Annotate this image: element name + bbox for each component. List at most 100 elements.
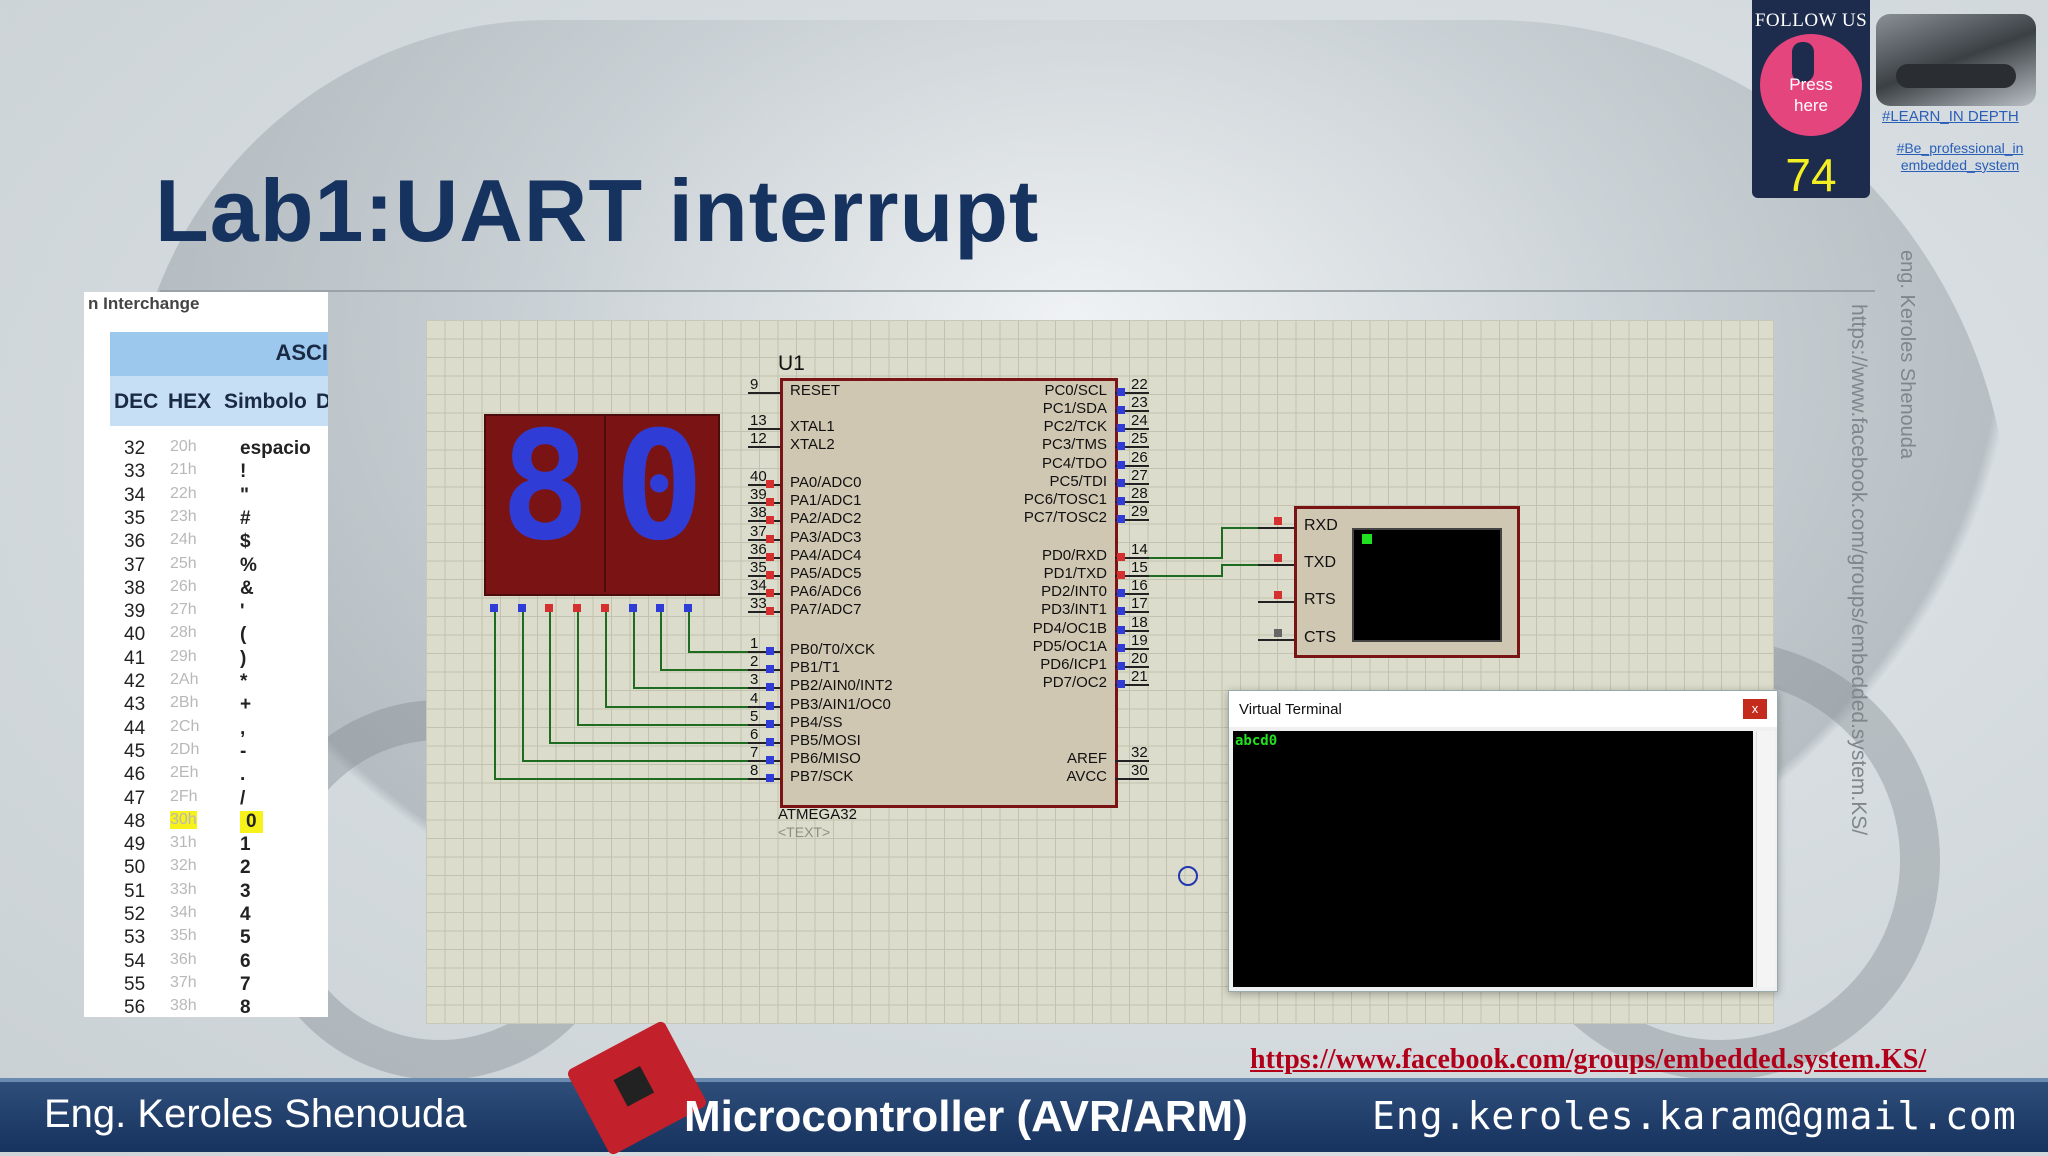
hashtag-be-professional[interactable]: #Be_professional_in embedded_system [1896,140,2024,173]
chip-pin-label: PD7/OC2 [1042,674,1107,691]
schematic-wire [633,612,635,687]
terminal-pin-label: RXD [1304,517,1338,534]
virtual-terminal-output[interactable]: abcd0 [1233,731,1753,987]
facebook-group-link[interactable]: https://www.facebook.com/groups/embedded… [1250,1044,1927,1075]
ascii-hex-cell: 33h [170,880,197,898]
chip-pin-label: PC2/TCK [1043,418,1107,435]
seven-segment-display[interactable] [484,414,720,596]
vertical-scrollbar[interactable] [1756,731,1775,987]
segment-pin-indicator [684,604,692,612]
ascii-hex-cell: 36h [170,950,197,968]
chip-pin-line [748,706,780,708]
chip-pin-state-indicator [1117,607,1125,615]
chip-pin-state-indicator [1117,662,1125,670]
footer-author-name: Eng. Keroles Shenouda [44,1092,467,1136]
side-author-text: eng. Keroles Shenouda [1896,250,1918,460]
schematic-wire [522,760,748,762]
chip-pin-number: 9 [750,376,759,393]
chip-pin-label: PC4/TDO [1041,455,1107,472]
chip-pin-state-indicator [766,683,774,691]
chip-pin-label: PD2/INT0 [1041,583,1107,600]
chip-pin-state-indicator [1117,479,1125,487]
chip-pin-label: PB3/AIN1/OC0 [790,696,891,713]
ascii-hex-cell: 20h [170,438,197,455]
chip-pin-line [748,502,780,504]
terminal-pin-label: RTS [1304,591,1336,608]
chip-pin-line [1115,611,1149,613]
ascii-symbol-cell: 3 [240,880,251,902]
chip-pin-line [748,593,780,595]
ascii-hex-cell: 21h [170,461,197,479]
chip-pin-label: PA4/ADC4 [790,547,862,564]
chip-pin-line [748,724,780,726]
ascii-dec-cell: 38 [124,577,146,599]
ascii-hex-cell: 24h [170,531,197,549]
ascii-hex-cell: 2Eh [170,764,199,782]
terminal-pin-label: CTS [1304,629,1336,646]
footer-email: Eng.keroles.karam@gmail.com [1372,1094,2017,1138]
ascii-dec-cell: 42 [124,671,146,692]
chip-pin-number: 21 [1131,668,1148,685]
chip-pin-number: 18 [1131,614,1148,631]
ascii-symbol-cell: 4 [240,904,251,925]
ascii-symbol-cell: ! [240,461,247,483]
chip-pin-number: 5 [750,708,759,725]
chip-pin-state-indicator [766,535,774,543]
chip-pin-line [1115,778,1149,780]
virtual-terminal-window[interactable]: Virtual Terminal x abcd0 [1228,690,1778,992]
chip-pin-line [748,778,780,780]
chip-pin-state-indicator [1117,571,1125,579]
chip-pin-number: 28 [1131,485,1148,502]
terminal-pin-line [1258,639,1294,641]
chip-pin-number: 29 [1131,503,1148,520]
hashtag-learn-in-depth[interactable]: #LEARN_IN DEPTH [1882,108,2019,125]
ascii-dec-cell: 37 [124,554,146,576]
ascii-dec-cell: 41 [124,647,146,669]
chip-pin-label: PB1/T1 [790,659,841,676]
chip-pin-line [748,557,780,559]
schematic-wire [1221,527,1258,529]
virtual-terminal-title: Virtual Terminal [1239,701,1342,718]
ascii-dec-cell: 43 [124,694,146,716]
segment-pin-indicator [601,604,609,612]
chip-pin-state-indicator [1117,497,1125,505]
chip-pin-number: 30 [1131,762,1148,779]
virtual-terminal-titlebar[interactable]: Virtual Terminal x [1229,691,1777,727]
chip-pin-line [748,520,780,522]
chip-pin-label: PA7/ADC7 [790,601,862,618]
chip-pin-state-indicator [766,774,774,782]
ascii-dec-cell: 36 [124,531,146,553]
chip-pin-number: 19 [1131,632,1148,649]
terminal-pin-indicator [1274,629,1282,637]
slide-title: Lab1:UART interrupt [155,161,1040,260]
ascii-symbol-cell: + [240,694,252,716]
chip-part-name: ATMEGA32 [778,806,857,823]
chip-pin-label: PB7/SCK [790,768,854,785]
chip-pin-state-indicator [766,720,774,728]
ascii-symbol-cell: * [240,671,248,692]
chip-pin-number: 32 [1131,744,1148,761]
close-icon[interactable]: x [1743,699,1767,719]
ascii-hex-cell: 25h [170,554,197,572]
chip-pin-line [1115,519,1149,521]
column-header-hex: HEX [168,390,212,413]
schematic-wire [577,724,748,726]
schematic-wire [633,687,748,689]
segment-pin-indicator [490,604,498,612]
chip-pin-state-indicator [1117,680,1125,688]
follow-us-badge[interactable]: FOLLOW US Press here 74 [1752,0,1870,201]
side-url-text: https://www.facebook.com/groups/embedded… [1847,304,1870,836]
chip-pin-state-indicator [766,738,774,746]
footer-course-title: Microcontroller (AVR/ARM) [684,1092,1248,1141]
chip-pin-number: 38 [750,504,767,521]
chip-pin-line [1115,684,1149,686]
schematic-wire [688,651,748,653]
chip-pin-line [748,651,780,653]
chip-pin-number: 33 [750,595,767,612]
